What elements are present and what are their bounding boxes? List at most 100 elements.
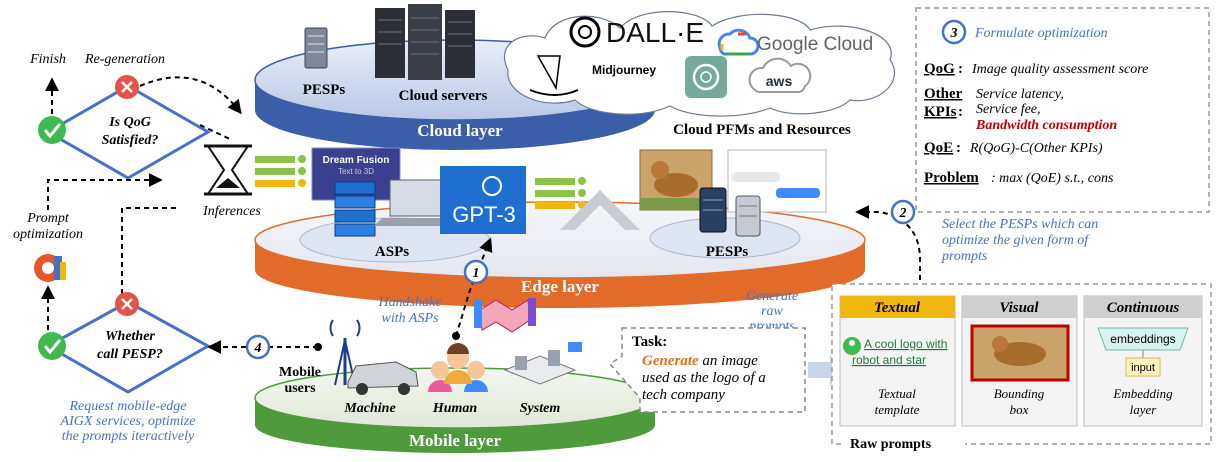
textual-cap-l2: template	[875, 402, 920, 417]
human-label: Human	[432, 401, 478, 416]
textual-cap-l1: Textual	[878, 386, 916, 401]
edge-layer: Edge layer Dream Fusion Text to 3D GPT-3	[254, 147, 866, 308]
request-l2: AIGX services, optimize	[60, 414, 196, 429]
problem-text: : max (QoE) s.t., cons	[991, 171, 1114, 186]
cloud-servers-icon	[375, 4, 475, 80]
inferences-label: Inferences	[202, 204, 261, 219]
textual-card: Textual A cool logo with robot and star …	[839, 295, 956, 427]
midjourney-brand: Midjourney	[592, 63, 656, 77]
raw-prompts-box: Raw prompts Textual A cool logo with rob…	[831, 283, 1212, 452]
car-icon	[347, 361, 419, 395]
qog-question-l1: Is QoG	[108, 115, 151, 130]
select-l1: Select the PESPs which can	[942, 217, 1098, 232]
task-line1: Generate an image	[642, 353, 758, 369]
svg-text::: :	[956, 140, 961, 156]
input-label: input	[1131, 362, 1155, 374]
gpt3-card: GPT-3	[440, 166, 526, 234]
cloud-servers-label: Cloud servers	[399, 88, 488, 104]
mobile-layer: Mobile layer Mobile users Machine Human	[254, 319, 656, 453]
pesp-question-l2: call PESP?	[97, 347, 163, 362]
qoe-label: QoE	[924, 140, 953, 156]
continuous-cap-l1: Embedding	[1112, 386, 1173, 401]
qoe-text: R(QoG)-C(Other KPIs)	[969, 141, 1103, 156]
dream-fusion-sub: Text to 3D	[338, 167, 374, 176]
chatgpt-logo-icon	[685, 56, 727, 98]
bounding-box-image	[970, 324, 1070, 382]
step-1-badge: 1	[463, 259, 489, 285]
qog-text: Image quality assessment score	[971, 62, 1148, 77]
left-flow: Is QoG Satisfied? Finish Re-generation I…	[13, 52, 322, 444]
textual-content-l1: A cool logo with	[864, 337, 947, 351]
mobile-layer-label: Mobile layer	[409, 431, 502, 450]
step-3-badge: 3	[941, 19, 967, 45]
raw-prompts-title: Raw prompts	[850, 437, 932, 452]
system-label: System	[520, 401, 561, 416]
svg-text:1: 1	[473, 266, 480, 281]
continuous-card: Continuous embeddings input Embedding la…	[1083, 295, 1203, 427]
step-4-badge: 4	[245, 334, 271, 360]
other-text-l2: Service fee,	[976, 102, 1041, 117]
prompt-opt-l1: Prompt	[26, 211, 70, 226]
task-line3: tech company	[642, 387, 725, 403]
edge-pesp-servers-icon	[699, 187, 761, 237]
svg-text::: :	[958, 61, 963, 77]
aws-logo-icon	[748, 57, 812, 93]
svg-text:2: 2	[899, 206, 907, 221]
antenna-icon	[329, 319, 361, 386]
human-group-icon	[428, 343, 488, 392]
problem-label: Problem	[924, 170, 979, 186]
visual-cap-l1: Bounding	[994, 386, 1045, 401]
google-cloud-logo-icon	[717, 28, 760, 56]
qog-label: QoG	[924, 61, 955, 77]
visual-card: Visual Bounding box	[961, 295, 1078, 427]
dalle-brand: DALL·E	[606, 17, 704, 48]
handshake-l1: Handshake	[378, 295, 442, 310]
hourglass-icon	[204, 144, 252, 196]
handshake-flow: 1 Handshake with ASPs	[378, 237, 536, 340]
svg-text:3: 3	[950, 26, 958, 41]
select-l3: prompts	[941, 249, 988, 264]
prompt-opt-l2: optimization	[13, 227, 83, 242]
regeneration-label: Re-generation	[84, 52, 165, 67]
embeddings-label: embeddings	[1110, 332, 1175, 346]
request-l1: Request mobile-edge	[68, 399, 186, 414]
cloud-pesps-label: PESPs	[303, 82, 346, 98]
request-l3: the prompts iteractively	[62, 429, 195, 444]
mobile-users-l2: users	[284, 381, 316, 396]
openai-logo-icon	[569, 16, 601, 48]
step-2-badge: 2	[890, 199, 916, 225]
textual-content-l2: robot and star	[852, 353, 926, 367]
continuous-header: Continuous	[1107, 300, 1180, 316]
qog-diamond	[44, 84, 212, 180]
visual-header: Visual	[999, 300, 1039, 316]
visual-cap-l2: box	[1010, 402, 1029, 417]
task-line2: used as the logo of a	[642, 370, 766, 386]
cloud-layer-label: Cloud layer	[417, 121, 503, 140]
finish-label: Finish	[29, 52, 66, 67]
continuous-cap-l2: layer	[1130, 402, 1158, 417]
other-text-l3: Bandwidth consumption	[975, 118, 1117, 133]
svg-text:4: 4	[254, 341, 262, 356]
other-label-l1: Other	[924, 86, 963, 102]
cross-icon-bottom	[115, 292, 139, 316]
mobile-users-l1: Mobile	[279, 365, 321, 380]
system-icon	[503, 342, 582, 385]
other-label-l2: KPIs	[924, 104, 957, 120]
handshake-l2: with ASPs	[382, 311, 439, 326]
check-icon-bottom	[38, 332, 66, 360]
task-box: Task: Generate an image used as the logo…	[608, 327, 806, 413]
task-title: Task:	[632, 334, 667, 350]
quality-bars-left	[255, 155, 306, 187]
pesp-server-icon	[304, 27, 328, 69]
aws-brand: aws	[766, 73, 793, 89]
edge-pesps-label: PESPs	[706, 244, 749, 260]
handshake-icon	[474, 298, 536, 333]
generate-l1: Generate	[746, 289, 798, 304]
dream-fusion-title: Dream Fusion	[323, 155, 390, 166]
pesp-question-l1: Whether	[105, 329, 155, 344]
qog-question-l2: Satisfied?	[102, 133, 159, 148]
asp-server-stack-icon	[334, 181, 376, 237]
optimization-title: Formulate optimization	[974, 26, 1108, 41]
google-cloud-brand: Google Cloud	[757, 34, 873, 55]
